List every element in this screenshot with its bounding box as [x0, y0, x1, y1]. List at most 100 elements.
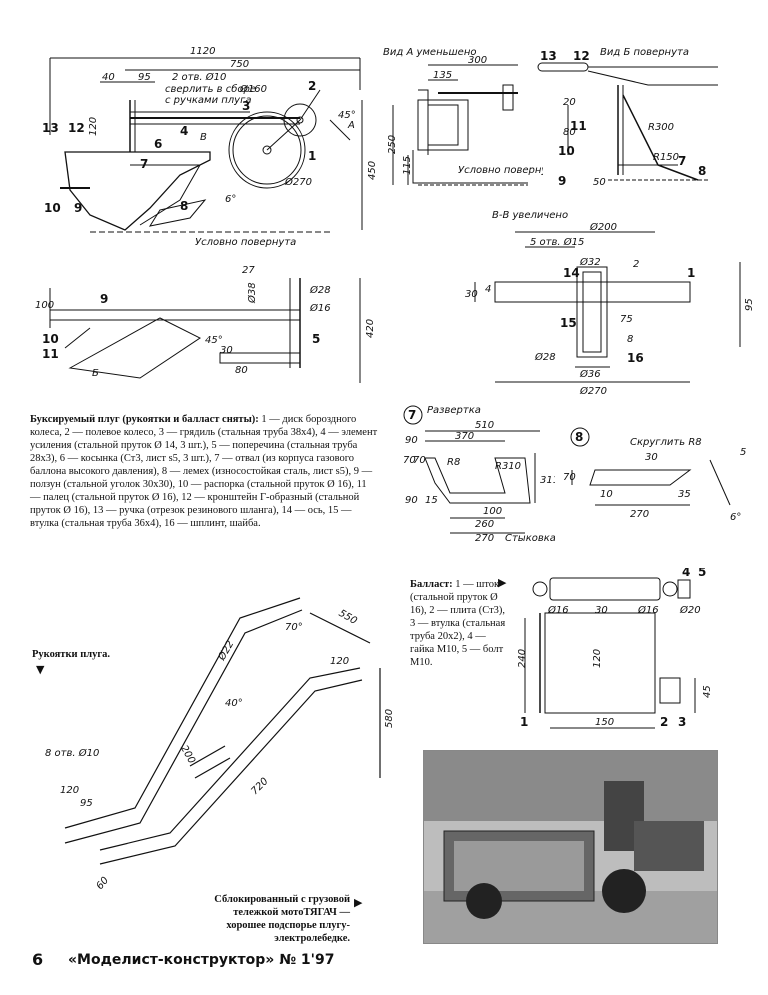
ballast-caption: Балласт: 1 — шток (стальной пруток Ø 16)…: [410, 578, 510, 669]
plan-part-11: 11: [42, 347, 59, 361]
rz-note: Стыковка с лемехом: [505, 533, 555, 544]
plan-part-9: 9: [100, 292, 108, 306]
lemeh-dim-10: 10: [600, 489, 613, 500]
view-b-dim-20: 20: [563, 97, 576, 108]
plan-dim-d16: Ø16: [309, 302, 331, 314]
ballast-dim-150: 150: [595, 717, 614, 728]
lemeh-dim-270: 270: [630, 509, 649, 520]
handles-drawing: 550 70° Ø22 120 580 40° 200 720 8 отв. Ø…: [45, 597, 395, 892]
tractor-photo-image: [424, 751, 717, 943]
handles-dim-120: 120: [330, 656, 349, 667]
plough-caption-title: Буксируемый плуг (рукоятки и балласт сня…: [30, 414, 259, 425]
lemeh-title: Скруглить R8: [630, 437, 702, 448]
bb-part-16: 16: [627, 351, 644, 365]
handles-arrow-icon: ▼: [36, 663, 45, 676]
bb-dim-30: 30: [465, 289, 478, 300]
rz-dim-270: 270: [475, 533, 494, 544]
handles-dim-550: 550: [337, 608, 359, 627]
dim-750: 750: [230, 59, 249, 70]
dim-1120: 1120: [190, 46, 215, 57]
handles-dim-200: 200: [178, 744, 197, 766]
magazine-title: «Моделист-конструктор» № 1'97: [68, 952, 335, 968]
view-b-dim-80: 80: [563, 127, 576, 138]
plan-dim-d28: Ø28: [309, 284, 331, 296]
plan-dim-420: 420: [365, 319, 375, 338]
lemeh-dim-70: 70: [563, 472, 576, 483]
plan-dim-27: 27: [242, 265, 255, 276]
view-b-drawing: Вид Б повернута 20 80 R300 R150 50 13 12…: [537, 47, 718, 188]
part-6: 6: [154, 137, 162, 151]
part-10: 10: [44, 201, 61, 215]
bb-dim-d28: Ø28: [534, 351, 556, 363]
rz-dim-90: 90: [405, 435, 418, 446]
ballast-part-5: 5: [698, 568, 706, 579]
photo-caption: Сблокированный с грузовой тележкой мотоТ…: [214, 894, 350, 944]
note-handles: с ручками плуга: [165, 95, 251, 106]
photo-arrow-icon: ▶: [354, 896, 363, 909]
view-b-part-12: 12: [573, 49, 590, 63]
handles-dim-120b: 120: [60, 785, 79, 796]
bb-dim-d32: Ø32: [579, 256, 601, 268]
plan-dim-100: 100: [35, 300, 54, 311]
razvertka-drawing: 7 Развертка 510 370 90 70 70 R8 R310 311…: [403, 405, 555, 544]
view-a-dim-135: 135: [433, 70, 452, 81]
plan-dim-30: 30: [220, 345, 233, 356]
view-b-title: Вид Б повернута: [600, 47, 689, 58]
lemeh-dim-35: 35: [678, 489, 691, 500]
view-b-part-7: 7: [678, 154, 686, 168]
section-bb-drawing: Ø200 5 отв. Ø15 Ø32 2 30 4 75 95 8 Ø28 Ø…: [465, 222, 755, 397]
view-a-marker: A: [347, 120, 355, 131]
rz-dim-70a: 70: [403, 455, 416, 466]
rz-dim-370: 370: [455, 431, 474, 442]
part-12: 12: [68, 121, 85, 135]
bb-part-14: 14: [563, 266, 580, 280]
ballast-part-3: 3: [678, 715, 686, 729]
dim-d270: Ø270: [284, 176, 312, 188]
part-1: 1: [308, 149, 316, 163]
handles-dim-580: 580: [384, 709, 395, 728]
view-b-part-10: 10: [558, 144, 575, 158]
plan-view: 27 100 Ø38 Ø28 Ø16 420 30 80 45° Б 9 10 …: [35, 265, 375, 383]
dim-40: 40: [102, 72, 115, 83]
part-9: 9: [74, 201, 82, 215]
view-b-dim-r150: R150: [653, 152, 679, 163]
ballast-dim-45: 45: [702, 685, 713, 698]
part-13: 13: [42, 121, 59, 135]
part-8: 8: [180, 199, 188, 213]
plan-part-5: 5: [312, 332, 320, 346]
ballast-part-2: 2: [660, 715, 668, 729]
view-a-dim-250: 250: [387, 135, 398, 154]
sect-b-marker: B: [200, 132, 207, 143]
view-b-part-8: 8: [698, 164, 706, 178]
rz-dim-70b: 70: [413, 455, 426, 466]
plan-part-10: 10: [42, 332, 59, 346]
rz-dim-90b: 90: [405, 495, 418, 506]
plough-caption-body: 1 — диск бороздного колеса, 2 — полевое …: [30, 414, 378, 529]
view-a-note: Условно повернута: [458, 165, 543, 176]
handles-dim-d22: Ø22: [215, 638, 236, 663]
plan-dim-d38: Ø38: [246, 282, 258, 304]
part-4: 4: [180, 124, 188, 138]
part-3: 3: [242, 99, 250, 113]
razvertka-title: Развертка: [427, 405, 481, 416]
razvertka-num: 7: [408, 408, 416, 422]
page-number: 6: [32, 950, 44, 969]
handles-holes: 8 отв. Ø10: [45, 747, 99, 759]
bb-dim-8: 8: [627, 334, 633, 345]
view-b-dim-50: 50: [593, 177, 606, 188]
lemeh-drawing: 8 Скруглить R8 30 5 70 10 35 270 6°: [563, 427, 746, 523]
handles-dim-720: 720: [249, 776, 270, 797]
rz-dim-15: 15: [425, 495, 438, 506]
part-2: 2: [308, 79, 316, 93]
plan-note-b: Б: [92, 368, 99, 379]
ballast-part-1: 1: [520, 715, 528, 729]
tractor-photo: [423, 750, 718, 944]
plan-dim-80: 80: [235, 365, 248, 376]
bb-dim-d200: Ø200: [589, 222, 617, 233]
angle-45: 45°: [338, 110, 356, 121]
bb-dim-2a: 2: [633, 259, 639, 270]
lemeh-dim-30: 30: [645, 452, 658, 463]
rz-dim-311: 311: [540, 475, 555, 486]
angle-6: 6°: [225, 194, 236, 205]
view-a-dim-115: 115: [402, 156, 413, 175]
